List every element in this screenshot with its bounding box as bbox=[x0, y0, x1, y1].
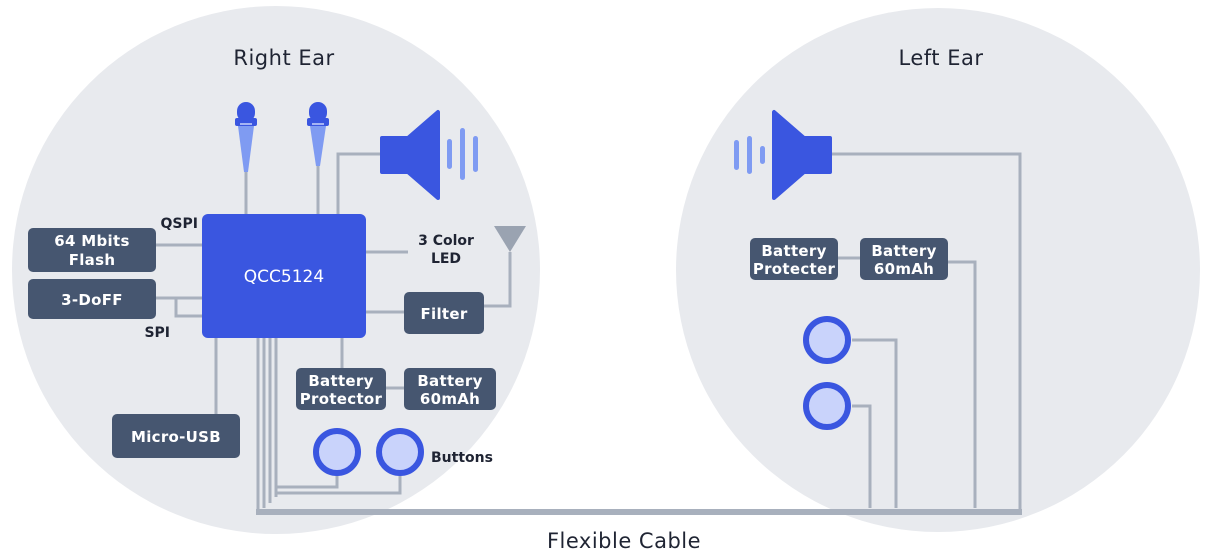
right-ear-title: Right Ear bbox=[233, 46, 334, 70]
flash-label-line2: Flash bbox=[69, 251, 116, 269]
microphone-icon bbox=[235, 102, 257, 172]
left-battery-protector-line1: Battery bbox=[761, 242, 826, 260]
flash-label-line1: 64 Mbits bbox=[54, 232, 129, 250]
dof-sensor-box bbox=[28, 279, 156, 319]
spi-label: SPI bbox=[144, 325, 170, 341]
right-battery-protector-box bbox=[296, 368, 386, 410]
microphone-icon bbox=[307, 102, 329, 166]
qcc5124-chip bbox=[202, 214, 366, 338]
right-battery-protector-line2: Protector bbox=[300, 390, 383, 408]
button-icon bbox=[376, 428, 424, 476]
buttons-label: Buttons bbox=[431, 450, 493, 466]
left-battery-line2: 60mAh bbox=[874, 260, 934, 278]
micro-usb-box bbox=[112, 414, 240, 458]
flexible-cable-label: Flexible Cable bbox=[547, 529, 701, 553]
right-battery-line1: Battery bbox=[417, 372, 482, 390]
left-ear-title: Left Ear bbox=[899, 46, 984, 70]
flash-box bbox=[28, 228, 156, 272]
chip-label: QCC5124 bbox=[244, 267, 324, 287]
button-icon bbox=[313, 428, 361, 476]
right-battery-protector-line1: Battery bbox=[308, 372, 373, 390]
left-battery-line1: Battery bbox=[871, 242, 936, 260]
led-label-line2: LED bbox=[431, 251, 461, 267]
dof-label: 3-DoFF bbox=[61, 291, 123, 309]
button-icon bbox=[803, 382, 851, 430]
left-battery-protector-line2: Protecter bbox=[753, 260, 836, 278]
wires bbox=[156, 152, 1022, 515]
button-icon bbox=[803, 316, 851, 364]
micro-usb-label: Micro-USB bbox=[131, 428, 221, 446]
antenna-icon bbox=[494, 226, 526, 252]
filter-label: Filter bbox=[420, 305, 467, 323]
led-label-line1: 3 Color bbox=[418, 233, 474, 249]
right-battery-box bbox=[404, 368, 496, 410]
right-battery-line2: 60mAh bbox=[420, 390, 480, 408]
speaker-icon bbox=[380, 110, 478, 200]
left-battery-box bbox=[860, 238, 948, 280]
speaker-icon bbox=[734, 110, 832, 200]
filter-box bbox=[404, 292, 484, 334]
left-battery-protector-box bbox=[750, 238, 838, 280]
qspi-label: QSPI bbox=[161, 216, 198, 232]
